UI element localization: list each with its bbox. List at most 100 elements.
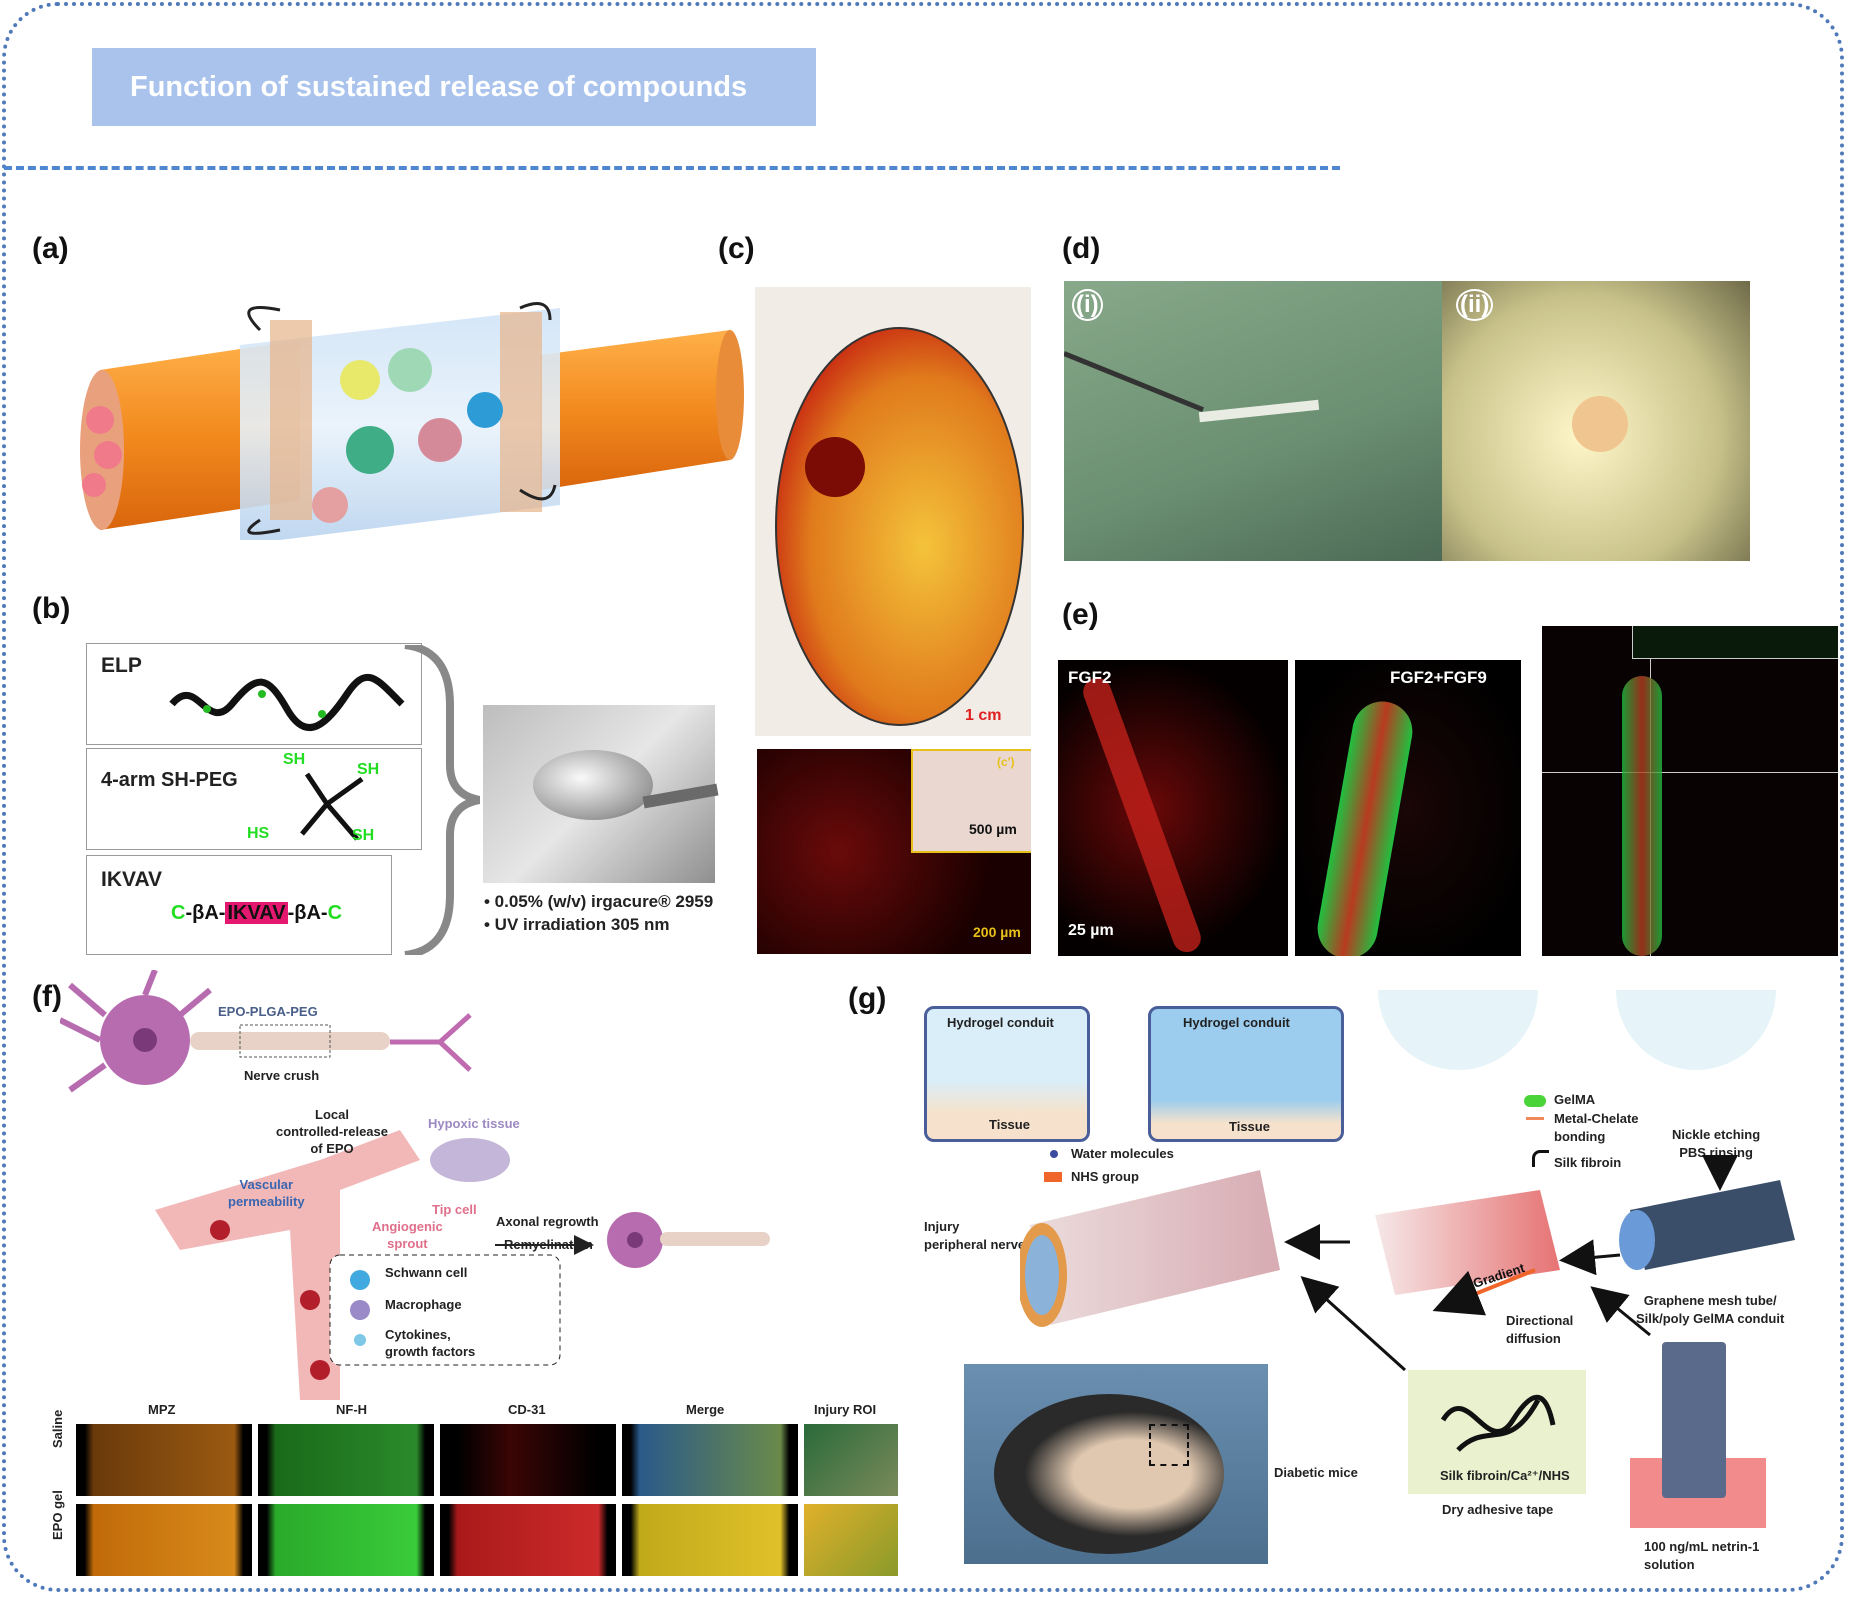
irgacure-note: • 0.05% (w/v) irgacure® 2959 <box>484 892 714 911</box>
fgf2-fgf9-label: FGF2+FGF9 <box>1390 668 1487 687</box>
ortho-hline <box>1542 772 1838 773</box>
vessel-fgf2-fgf9 <box>1312 696 1418 956</box>
epo-mpz <box>76 1504 252 1576</box>
col-nfh: NF-H <box>336 1402 368 1417</box>
col-mpz: MPZ <box>148 1402 176 1417</box>
sh-group-3: SH <box>352 827 375 844</box>
diabetic-mouse-photo <box>964 1364 1268 1564</box>
graphene-tube-in-solution <box>1662 1342 1726 1498</box>
graphene-conduit-label: Graphene mesh tube/ Silk/poly GelMA cond… <box>1636 1293 1785 1326</box>
silk-fibroin-label: Silk fibroin <box>1554 1155 1622 1170</box>
uv-note: • UV irradiation 305 nm <box>484 915 670 934</box>
saline-merge <box>622 1424 798 1496</box>
elp-box: ELP <box>86 643 422 745</box>
hypoxic-tissue-label: Hypoxic tissue <box>428 1116 520 1131</box>
section-title: Function of sustained release of compoun… <box>92 48 816 126</box>
panel-d-label: (d) <box>1062 232 1101 265</box>
col-cd31: CD-31 <box>508 1402 546 1417</box>
col-injury-roi: Injury ROI <box>814 1402 877 1417</box>
curly-brace <box>404 645 480 955</box>
seq-c-start: C <box>171 902 186 924</box>
sh-group-1: SH <box>283 751 306 768</box>
seq-c-end: C <box>327 902 343 924</box>
netrin-solution-label: 100 ng/mL netrin-1 solution <box>1644 1539 1760 1572</box>
sub-label-ii: (ii) <box>1456 289 1494 321</box>
nhs-group-label: NHS group <box>1071 1169 1139 1184</box>
elp-label: ELP <box>101 654 142 677</box>
legend-macrophage: Macrophage <box>385 1297 462 1312</box>
hydrogel-conduit-box-1: Hydrogel conduit Tissue <box>924 1006 1090 1142</box>
ikvav-box: IKVAV C-βA-IKVAV-βA-C <box>86 855 392 955</box>
metal-chelate-swatch-icon <box>1526 1117 1544 1120</box>
vessel-ortho <box>1622 676 1662 956</box>
silk-fibroin-swatch-icon <box>1532 1150 1549 1167</box>
local-release-label: Local controlled-release of EPO <box>276 1107 388 1156</box>
implant-site-box <box>1149 1424 1189 1466</box>
conduit-photo-i: (i) <box>1064 281 1442 561</box>
metal-chelate-label: Metal-Chelate bonding <box>1554 1111 1639 1144</box>
fgf2-fgf9-image: FGF2+FGF9 <box>1295 660 1521 956</box>
tissue1-label: Tissue <box>989 1117 1030 1132</box>
forceps-left <box>1064 351 1205 413</box>
tip-cell-label: Tip cell <box>432 1202 477 1217</box>
water-molecules-label: Water molecules <box>1071 1146 1174 1161</box>
egg-cam-photo: 1 cm <box>755 287 1031 736</box>
epo-plga-peg-label: EPO-PLGA-PEG <box>218 1004 318 1019</box>
epo-cd31 <box>440 1504 616 1576</box>
epo-nfh <box>258 1504 434 1576</box>
saline-cd31 <box>440 1424 616 1496</box>
directional-diffusion-label: Directional diffusion <box>1506 1313 1574 1346</box>
panel-g-schematic <box>1020 1155 1795 1372</box>
orthogonal-view-image <box>1542 626 1838 956</box>
silk-network-icon <box>1440 1394 1556 1452</box>
legend-cytokines: Cytokines, growth factors <box>385 1327 476 1359</box>
conduit-tube <box>1198 399 1320 423</box>
sub-label-i: (i) <box>1072 289 1103 321</box>
fgf2-label: FGF2 <box>1068 668 1112 687</box>
ikvav-label: IKVAV <box>101 868 163 891</box>
epo-roi <box>804 1504 898 1576</box>
hydrogel-conduit-box-2: Hydrogel conduit Tissue <box>1148 1006 1344 1142</box>
scale-1cm: 1 cm <box>965 707 1002 724</box>
row-epo-gel: EPO gel <box>50 1490 65 1540</box>
saline-nfh <box>258 1424 434 1496</box>
four-arm-peg-icon <box>300 772 364 841</box>
nhs-swatch-icon <box>1044 1172 1062 1182</box>
gelma-label: GelMA <box>1554 1092 1596 1107</box>
injury-nerve-label: Injury peripheral nerve <box>924 1219 1026 1252</box>
water-dot-icon <box>1050 1150 1058 1158</box>
sh-peg-box: 4-arm SH-PEG SH SH HS SH <box>86 748 422 850</box>
conduit-photo-ii: (ii) <box>1442 281 1750 561</box>
gelma-swatch-icon <box>1524 1095 1546 1107</box>
cam-inset: (c') 500 µm <box>911 749 1031 853</box>
ortho-top-view <box>1632 626 1838 659</box>
scale-25um: 25 µm <box>1068 922 1114 939</box>
panel-e-label: (e) <box>1062 598 1099 631</box>
axonal-regrowth-label: Axonal regrowth <box>496 1214 599 1229</box>
saline-mpz <box>76 1424 252 1496</box>
seq-ba-2: -βA- <box>287 902 328 924</box>
legend-schwann: Schwann cell <box>385 1265 468 1280</box>
silk-tape-box: Silk fibroin/Ca²⁺/NHS <box>1408 1370 1586 1494</box>
panel-f-schematic <box>60 970 770 1400</box>
epo-merge <box>622 1504 798 1576</box>
inset-label: (c') <box>997 755 1015 769</box>
panel-c-label: (c) <box>718 232 755 265</box>
angiogenic-sprout-label: Angiogenic sprout <box>372 1219 443 1251</box>
hydro2-label: Hydrogel conduit <box>1183 1015 1290 1030</box>
panel-b-label: (b) <box>32 592 71 625</box>
row-saline: Saline <box>50 1409 65 1448</box>
hydrogel-photo <box>483 705 719 883</box>
cam-oval <box>775 327 1024 726</box>
hydro1-label: Hydrogel conduit <box>947 1015 1054 1030</box>
conduit-cross-section <box>1572 396 1628 452</box>
cam-fluorescence-image: (c') 500 µm 200 µm <box>757 749 1031 954</box>
hydrogel-drop <box>533 750 653 820</box>
section-title-text: Function of sustained release of compoun… <box>130 70 748 103</box>
seq-ikvav: IKVAV <box>225 902 288 924</box>
scale-500um: 500 µm <box>969 821 1017 837</box>
dry-adhesive-label: Dry adhesive tape <box>1442 1502 1554 1517</box>
col-merge: Merge <box>686 1402 725 1417</box>
tissue2-label: Tissue <box>1229 1119 1270 1134</box>
